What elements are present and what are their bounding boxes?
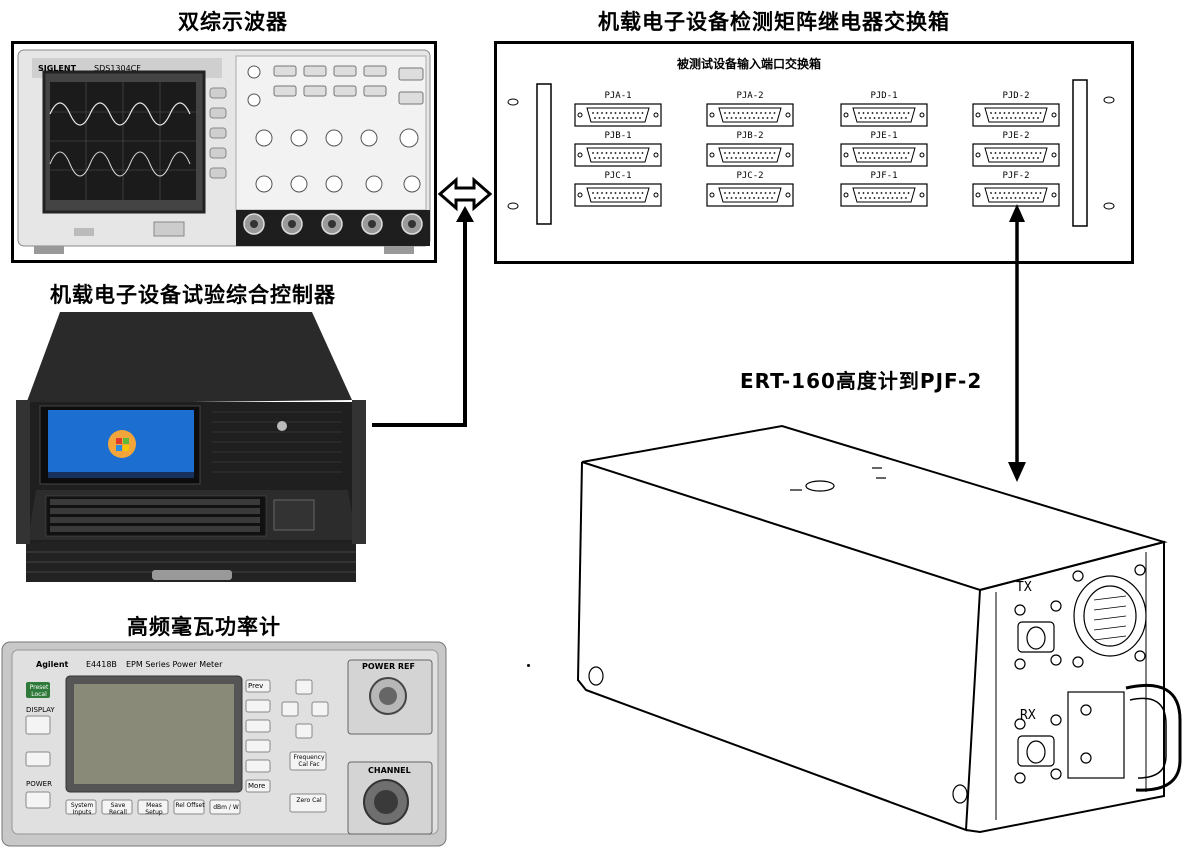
connector-label: PJD-1	[870, 91, 898, 101]
connector-label: PJF-1	[870, 171, 898, 181]
dsub-connector	[574, 143, 662, 167]
dbm-button[interactable]: dBm / W	[213, 804, 239, 811]
power-meter-image: Agilent E4418B EPM Series Power Meter PO…	[0, 640, 448, 848]
preset-button[interactable]: Preset Local	[29, 684, 49, 698]
dsub-connector	[706, 103, 794, 127]
power-meter-series: EPM Series Power Meter	[126, 660, 223, 669]
connector-label: PJC-1	[604, 171, 632, 181]
connector-label: PJB-1	[604, 131, 632, 141]
dsub-connector	[972, 143, 1060, 167]
power-meter-brand: Agilent	[36, 660, 69, 669]
power-label: POWER	[26, 780, 52, 788]
prev-button[interactable]: Prev	[248, 682, 264, 690]
altimeter-drawing: TX RX	[520, 420, 1200, 851]
connector-label: PJC-2	[736, 171, 764, 181]
oscilloscope-brand: SIGLENT	[38, 64, 77, 73]
power-ref-label: POWER REF	[362, 662, 415, 671]
small-dot	[527, 664, 530, 667]
oscilloscope-image	[17, 49, 431, 254]
save-button[interactable]: Save Recall	[109, 802, 127, 816]
oscilloscope-model: SDS1304CF	[94, 64, 141, 73]
dsub-connector	[840, 143, 928, 167]
dsub-connector	[840, 183, 928, 207]
rx-label: RX	[1020, 708, 1036, 723]
display-label: DISPLAY	[26, 706, 55, 714]
connection-label: ERT-160高度计到PJF-2	[740, 369, 983, 393]
dsub-connector	[972, 183, 1060, 207]
controller-title: 机载电子设备试验综合控制器	[50, 283, 336, 307]
double-arrow-icon	[437, 176, 493, 212]
dsub-connector	[706, 143, 794, 167]
power-meter-model: E4418B	[86, 660, 117, 669]
oscilloscope-title: 双综示波器	[178, 10, 288, 34]
dsub-connector	[972, 103, 1060, 127]
switch-box-title: 机载电子设备检测矩阵继电器交换箱	[598, 10, 950, 34]
connector-label: PJD-2	[1002, 91, 1030, 101]
power-meter-title: 高频毫瓦功率计	[127, 615, 281, 639]
tx-label: TX	[1016, 580, 1032, 595]
system-button[interactable]: System Inputs	[70, 802, 94, 816]
more-button[interactable]: More	[248, 782, 266, 790]
rel-button[interactable]: Rel Offset	[175, 802, 205, 809]
connector-label: PJB-2	[736, 131, 764, 141]
zero-button[interactable]: Zero Cal	[296, 797, 322, 804]
dsub-connector	[840, 103, 928, 127]
connector-label: PJE-2	[1002, 131, 1030, 141]
switch-box-drawing	[507, 79, 1115, 227]
controller-image	[12, 304, 372, 596]
oscilloscope-frame: SIGLENT SDS1304CF	[11, 41, 437, 263]
switch-box-subtitle: 被测试设备输入端口交换箱	[677, 57, 822, 71]
connector-label: PJF-2	[1002, 171, 1030, 181]
dsub-connector	[574, 103, 662, 127]
frequency-button[interactable]: Frequency Cal Fac	[293, 754, 325, 768]
dsub-connector	[574, 183, 662, 207]
connector-label: PJE-1	[870, 131, 898, 141]
meas-button[interactable]: Meas Setup	[145, 802, 163, 816]
channel-label: CHANNEL	[368, 766, 411, 775]
dsub-connector	[706, 183, 794, 207]
connector-label: PJA-1	[604, 91, 632, 101]
connector-label: PJA-2	[736, 91, 764, 101]
